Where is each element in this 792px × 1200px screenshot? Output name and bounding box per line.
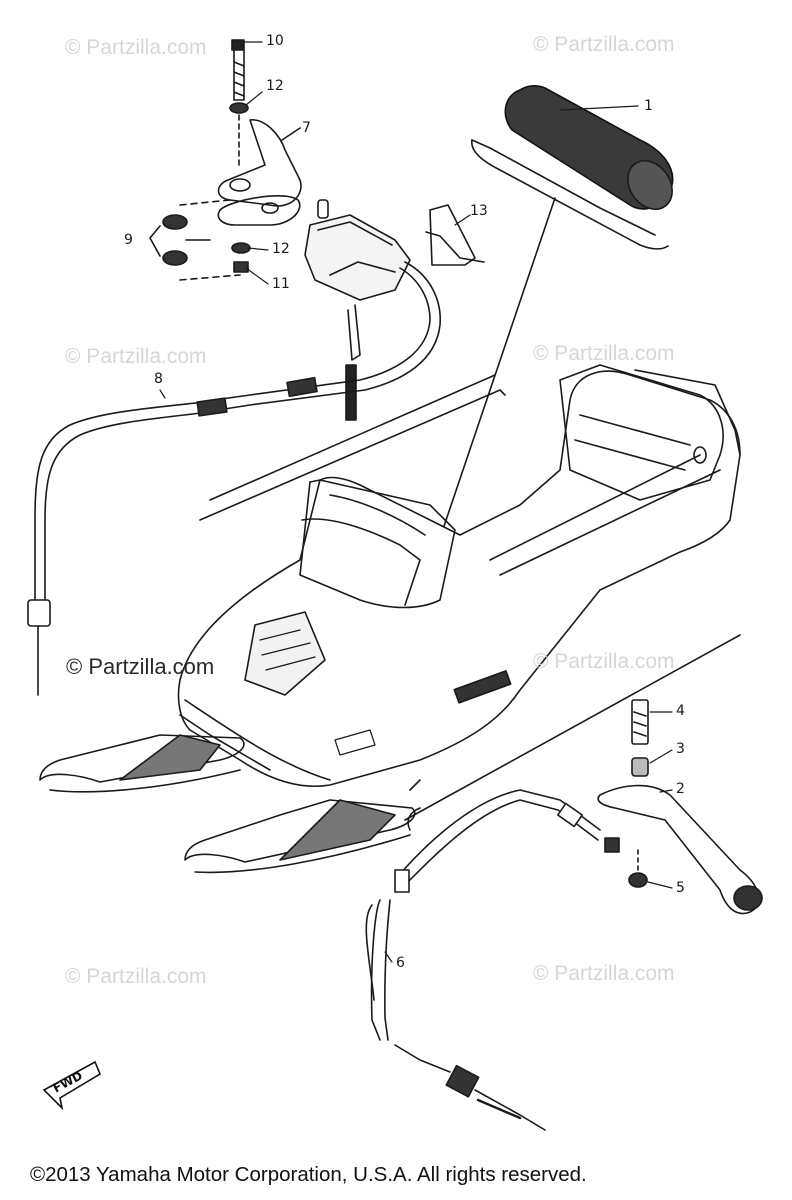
brake-lever-and-cable bbox=[365, 699, 763, 1131]
callout-11: 11 bbox=[272, 276, 290, 292]
callout-8: 8 bbox=[154, 371, 163, 387]
watermark: © Partzilla.com bbox=[65, 345, 207, 368]
callout-12b: 12 bbox=[272, 241, 290, 257]
watermark: © Partzilla.com bbox=[65, 36, 207, 59]
callout-6: 6 bbox=[396, 955, 405, 971]
watermark-prominent: © Partzilla.com bbox=[66, 654, 215, 679]
callout-10: 10 bbox=[266, 33, 284, 49]
callout-2: 2 bbox=[676, 781, 685, 797]
callout-1: 1 bbox=[644, 98, 653, 114]
callout-12a: 12 bbox=[266, 78, 284, 94]
callout-3: 3 bbox=[676, 741, 685, 757]
fwd-arrow bbox=[42, 1060, 102, 1111]
callout-13: 13 bbox=[470, 203, 488, 219]
leader-lines bbox=[159, 41, 673, 963]
callout-4: 4 bbox=[676, 703, 685, 719]
watermark: © Partzilla.com bbox=[533, 342, 675, 365]
watermark: © Partzilla.com bbox=[533, 962, 675, 985]
watermark: © Partzilla.com bbox=[65, 965, 207, 988]
callout-9: 9 bbox=[124, 232, 133, 248]
section-dividers bbox=[199, 374, 741, 831]
throttle-bracket-assembly bbox=[149, 39, 302, 281]
copyright-notice: ©2013 Yamaha Motor Corporation, U.S.A. A… bbox=[30, 1163, 587, 1186]
watermark: © Partzilla.com bbox=[533, 33, 675, 56]
handle-grip bbox=[439, 85, 674, 539]
callout-5: 5 bbox=[676, 880, 685, 896]
throttle-housing-and-cable bbox=[27, 199, 485, 696]
callout-7: 7 bbox=[302, 120, 311, 136]
snowmobile-body bbox=[177, 364, 741, 788]
skis bbox=[39, 734, 421, 874]
watermark: © Partzilla.com bbox=[533, 650, 675, 673]
